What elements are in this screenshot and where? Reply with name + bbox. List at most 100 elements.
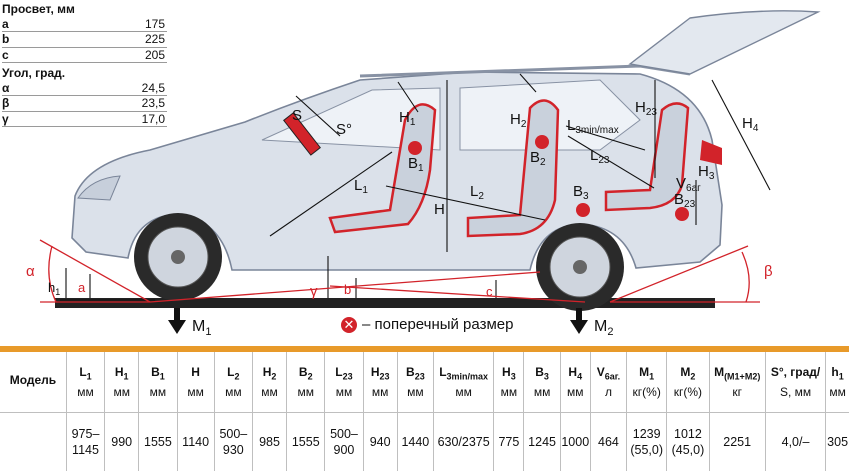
spec-panel: Просвет, мм a 175 b 225 c 205 Угол, град. α 24… [2, 2, 167, 127]
spec-row: a 175 [2, 16, 167, 32]
label-a: a [78, 280, 86, 295]
steering-wheel [283, 112, 321, 156]
tailgate [628, 10, 821, 75]
third-row-seat [604, 102, 690, 212]
table-cell: 940 [362, 412, 398, 471]
angle-title: Угол, град. [2, 66, 66, 80]
table-cell: 305 [825, 412, 849, 471]
spec-key: β [2, 96, 10, 110]
spec-value: 175 [144, 16, 165, 31]
table-cell: 4,0/– [764, 412, 826, 471]
column-header: M(M1+M2)кг [708, 349, 766, 413]
label-h4: H4 [742, 115, 759, 134]
clearance-title: Просвет, мм [2, 2, 75, 16]
table-cell: 1440 [396, 412, 434, 471]
cross-circle-icon: ✕ [341, 316, 357, 333]
rear-wheel [536, 223, 624, 311]
column-header: S°, град/S, мм [764, 349, 826, 413]
label-vbag: V6аг [676, 175, 701, 194]
spec-row: c 205 [2, 47, 167, 63]
spec-value: 23,5 [141, 96, 165, 110]
clearance-list: a 175 b 225 c 205 [2, 16, 167, 63]
spec-row: β 23,5 [2, 96, 167, 112]
spec-row: b 225 [2, 32, 167, 48]
label-b: b [344, 282, 351, 297]
label-h3: H3 [698, 163, 715, 182]
tail-light [700, 140, 722, 165]
table-cell: 630/2375 [432, 412, 494, 471]
label-s-deg: S° [336, 121, 352, 138]
label-gamma: γ [310, 283, 318, 300]
legend: ✕ – поперечный размер [341, 316, 513, 333]
table-cell: 775 [493, 412, 524, 471]
label-l2: L2 [470, 183, 484, 202]
spec-key: α [2, 80, 10, 95]
table-cell: 1140 [176, 412, 215, 471]
label-l3: L3min/max [567, 117, 619, 136]
m2-arrow [570, 308, 588, 334]
label-h23: H23 [635, 99, 657, 118]
table-cell: 1239 (55,0) [626, 412, 667, 471]
label-l1: L1 [354, 177, 368, 196]
spec-key: c [2, 47, 9, 62]
label-beta: β [764, 263, 773, 280]
label-b1: B1 [408, 155, 424, 174]
column-header: V6аг.л [589, 349, 627, 413]
spec-value: 205 [144, 47, 165, 62]
ground-bar [55, 298, 715, 308]
table-cell [0, 413, 66, 472]
table-cell: 1555 [286, 412, 325, 471]
front-seat [328, 103, 437, 234]
label-h1: H1 [399, 109, 416, 128]
spec-value: 17,0 [141, 111, 165, 126]
angle-list: α 24,5 β 23,5 γ 17,0 [2, 80, 167, 127]
m1-arrow [168, 308, 186, 334]
table-cell: 1012 (45,0) [666, 412, 710, 471]
table-cell: 975– 1145 [65, 412, 105, 471]
headlight [77, 175, 121, 201]
table-cell: 2251 [708, 412, 766, 471]
label-c: c [486, 284, 493, 299]
spec-key: b [2, 32, 10, 46]
diagram-labels: H1 H2 H H23 H3 H4 L1 L2 L23 L3min/max B1… [26, 99, 773, 300]
car-dimension-diagram: H1 H2 H H23 H3 H4 L1 L2 L23 L3min/max B1… [26, 10, 821, 334]
label-b3: B3 [573, 183, 589, 202]
label-l23: L23 [590, 147, 610, 166]
table-cell: 464 [589, 412, 627, 471]
table-cell: 1555 [138, 412, 178, 471]
spec-key: γ [2, 111, 9, 126]
m1-label: M1 [192, 318, 212, 339]
label-h: H [434, 201, 445, 218]
angle-lines [39, 239, 760, 303]
label-b2: B2 [530, 149, 546, 168]
table-cell: 500– 930 [213, 412, 253, 471]
table-cell: 985 [251, 412, 287, 471]
spec-value: 225 [144, 32, 165, 46]
table-cell: 1245 [523, 412, 561, 471]
legend-text: – поперечный размер [362, 316, 514, 333]
rear-seat [466, 99, 560, 238]
table-cell: 990 [104, 412, 139, 471]
cross-markers [408, 135, 689, 221]
label-h2: H2 [510, 111, 527, 130]
spec-key: a [2, 16, 9, 31]
label-s: S [292, 107, 302, 124]
m2-label: M2 [594, 318, 614, 339]
spec-value: 24,5 [141, 80, 165, 95]
